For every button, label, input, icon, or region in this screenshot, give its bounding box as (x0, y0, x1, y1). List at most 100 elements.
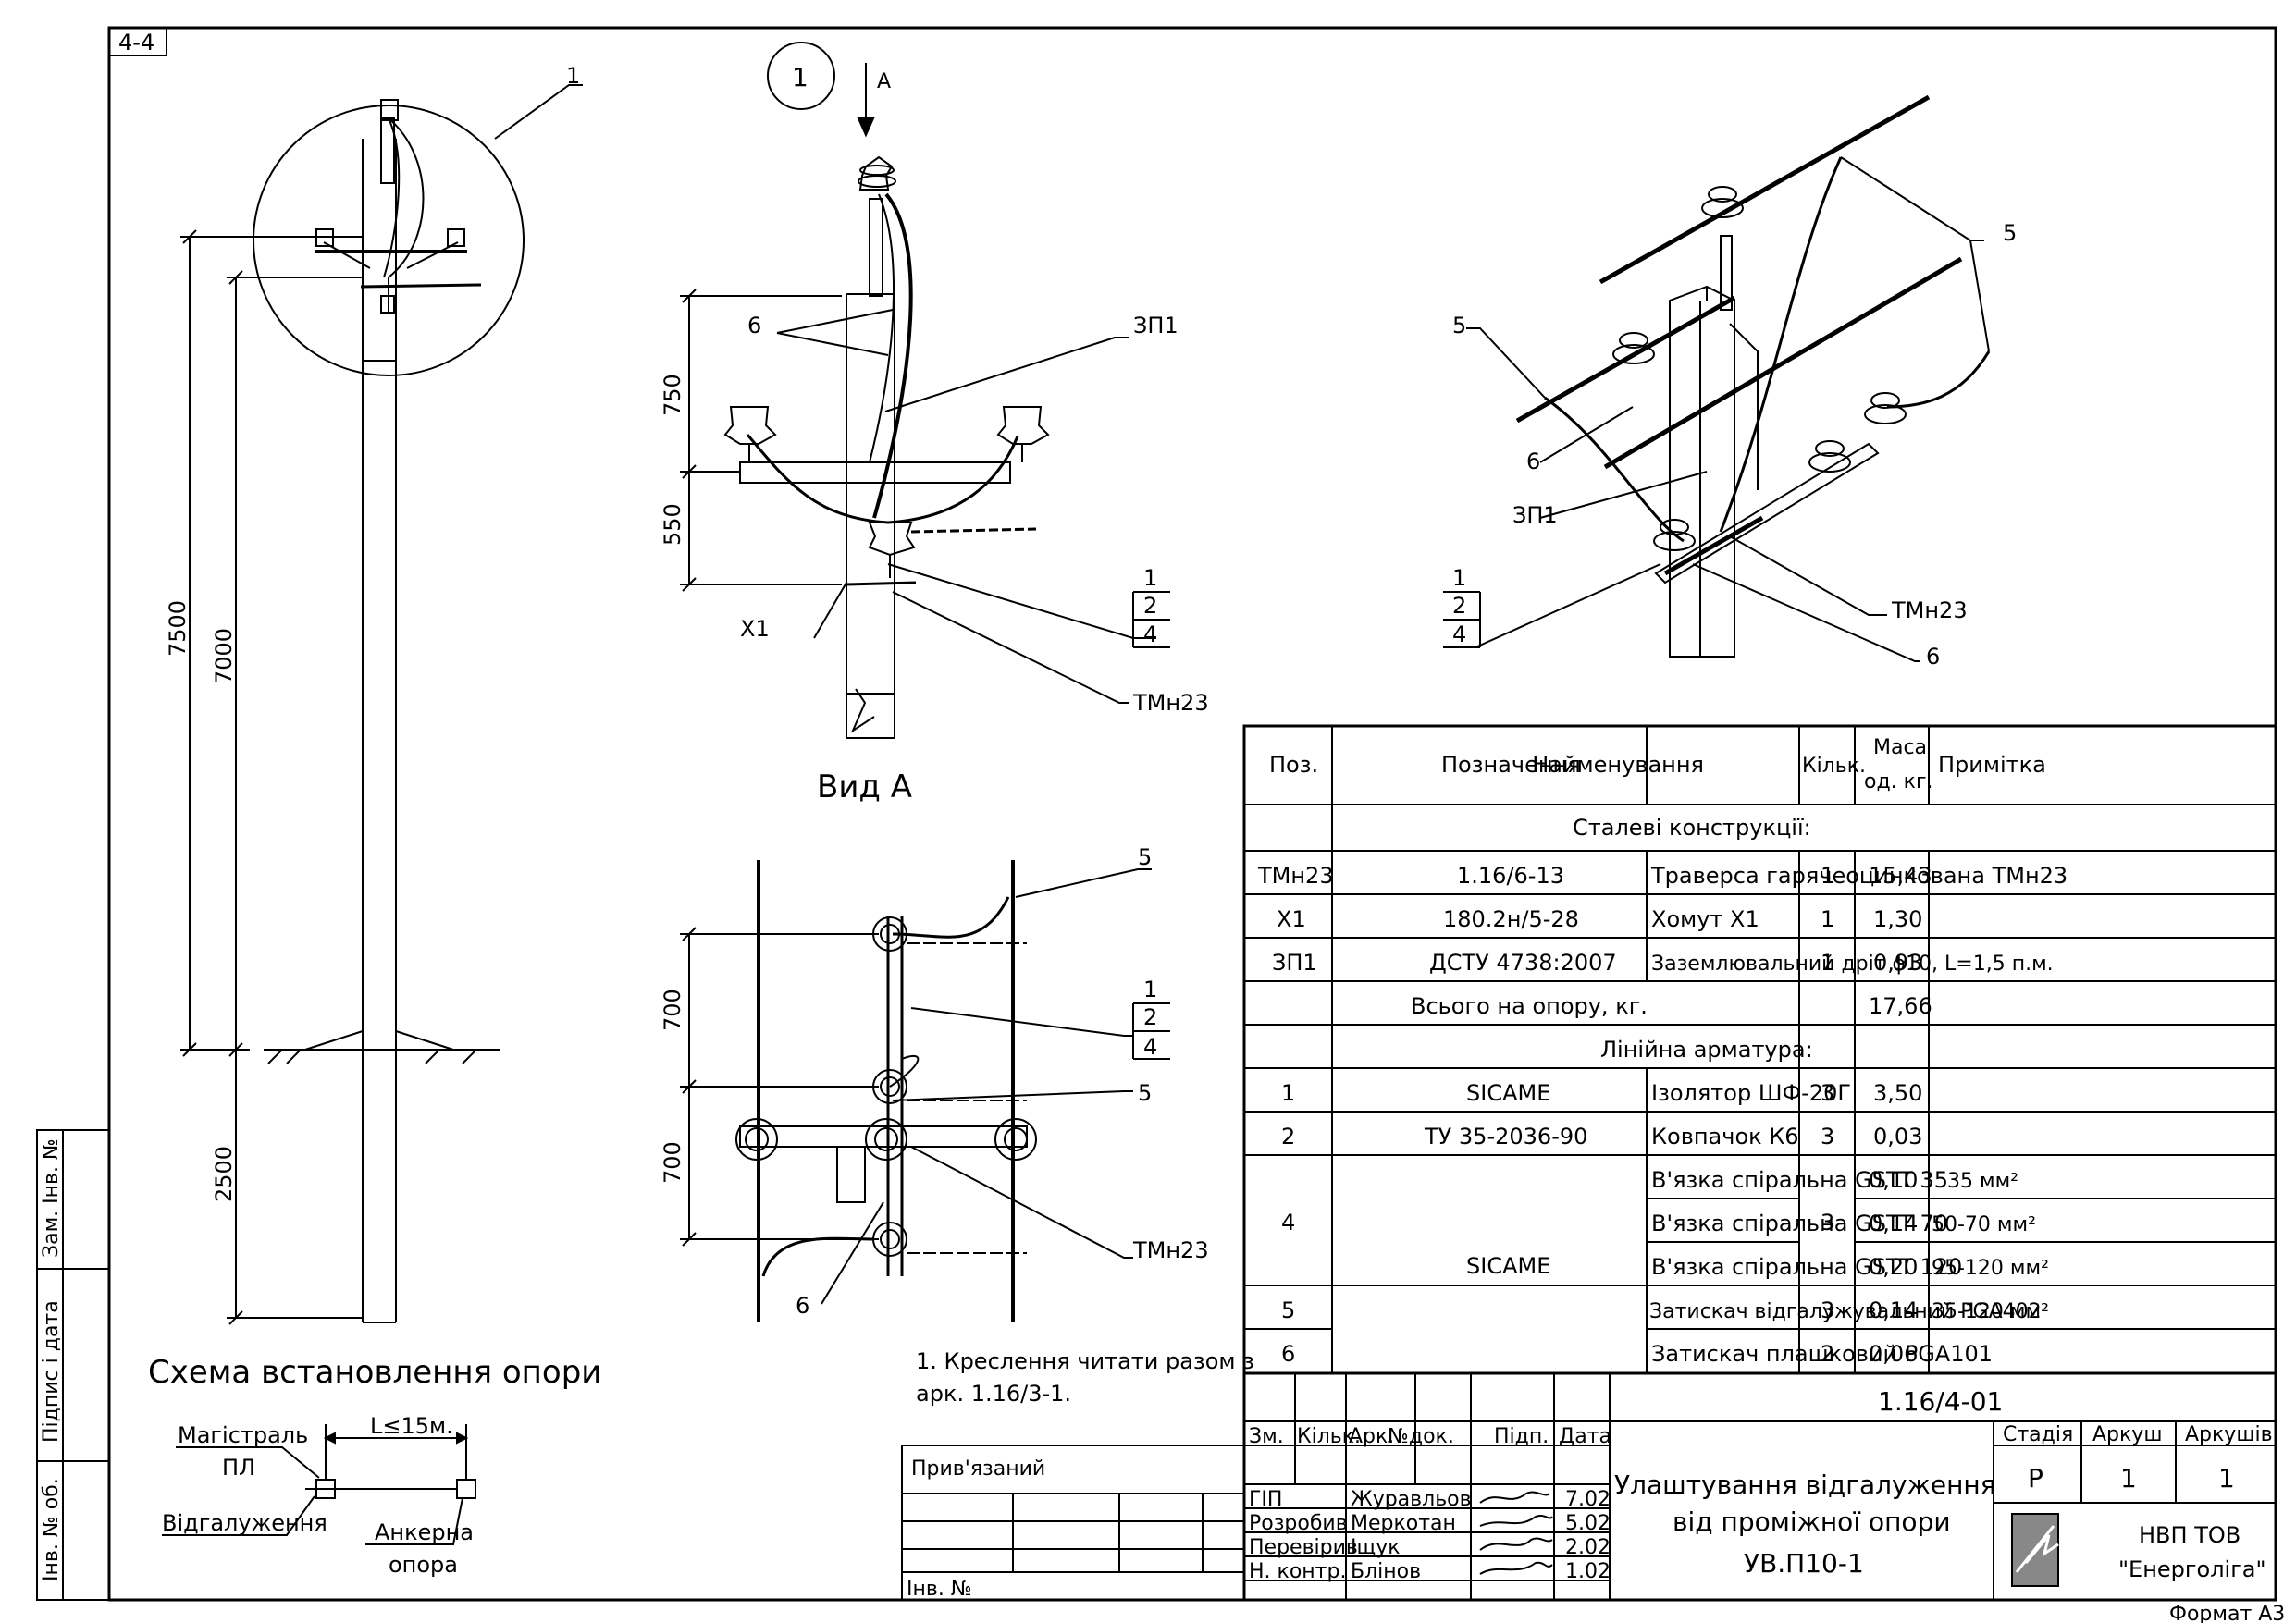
callout-2-iso: 2 (1452, 593, 1466, 619)
cell-qty: 3 (1821, 1297, 1834, 1323)
hdr-name: Найменування (1532, 752, 1704, 778)
sheets-value: 1 (2218, 1463, 2235, 1494)
date-nkontr: 1.02 (1565, 1560, 1611, 1583)
title-block (901, 1371, 2277, 1602)
hdr-note: Примітка (1938, 752, 2046, 778)
cell-des: 180.2н/5-28 (1443, 906, 1579, 932)
side-pidpys: Підпис і дата (40, 1300, 63, 1443)
cell-qty: 2 (1821, 1341, 1834, 1367)
dim-2500: 2500 (211, 1146, 237, 1202)
spec-headers: Поз. Позначення Найменування Кільк. Маса… (1269, 736, 2046, 793)
format-label: Формат А3 (2169, 1603, 2285, 1623)
col-kilk: Кільк. (1297, 1425, 1361, 1448)
drawing-code: 1.16/4-01 (1878, 1386, 2003, 1417)
cell-mass: 15,43 (1869, 863, 1932, 889)
callout-tmn23-iso: ТМн23 (1891, 597, 1968, 623)
cell-mass: 0,93 (1873, 950, 1922, 976)
cell-name: Ковпачок К6 (1651, 1124, 1799, 1150)
title-line-1: Улаштування відгалуження (1614, 1469, 1996, 1500)
corner-label: 4-4 (118, 30, 154, 55)
cell-mass: 0,14 (1869, 1297, 1918, 1323)
cell-qty: 1 (1821, 863, 1834, 889)
isometric-view-drawing (1443, 94, 1991, 662)
fit-row-6: 6 Затискач плашковий PGA101 2 0,06 (1281, 1341, 1993, 1367)
callout-tmn23-front: ТМн23 (1132, 690, 1209, 716)
section-steel: Сталеві конструкції: (1573, 815, 1811, 841)
cell-poz: 2 (1281, 1124, 1295, 1150)
pole-installation-drawing (180, 84, 583, 1325)
dim-7500: 7500 (165, 600, 191, 657)
sheet-header: Аркуш (2092, 1423, 2162, 1446)
stage-header: Стадія (2003, 1423, 2073, 1446)
cell-note-120: 95-120 мм² (1932, 1257, 2049, 1280)
cell-mass: 0,06 (1869, 1341, 1918, 1367)
title-line-2: від проміжної опори (1673, 1506, 1951, 1537)
fit-row-2: 2 ТУ 35-2036-90 Ковпачок К6 3 0,03 (1281, 1124, 1922, 1150)
date-pereviryv: 2.02 (1565, 1536, 1611, 1559)
plan-view-drawing (680, 860, 1170, 1322)
cell-name: Затискач відгалужувальний PGA402 (1649, 1300, 2042, 1323)
view-a-title: Вид А (817, 768, 912, 805)
cell-mass-70: 0,14 (1869, 1211, 1918, 1236)
date-rozrobyv: 5.02 (1565, 1512, 1611, 1535)
cell-mass: 1,30 (1873, 906, 1922, 932)
callout-6-iso-right: 6 (1926, 644, 1940, 670)
dim-7000: 7000 (211, 628, 237, 684)
hdr-poz: Поз. (1269, 752, 1318, 778)
callout-1-iso: 1 (1452, 565, 1466, 591)
fit-group-4: 4 SICAME 3 В'язка спіральна GSTT 35 0,10… (1281, 1167, 2049, 1280)
company-line-1: НВП ТОВ (2139, 1522, 2240, 1548)
revision-headers: Зм. Кільк. Арк. №док. Підп. Дата (1249, 1425, 1611, 1448)
installation-scheme (162, 1424, 476, 1545)
scheme-anchor-2: опора (389, 1552, 458, 1578)
callout-2-plan: 2 (1143, 1004, 1157, 1030)
scheme-length: L≤15м. (370, 1413, 453, 1439)
sheets-header: Аркушів (2185, 1423, 2273, 1446)
scheme-main-line: Магістраль (178, 1422, 308, 1448)
hdr-qty: Кільк. (1802, 755, 1866, 778)
hdr-designation: Позначення (1441, 752, 1581, 778)
signatory-rows: ГІП Журавльов 7.02 Розробив Меркотан 5.0… (1249, 1488, 1611, 1583)
callout-4-front: 4 (1143, 621, 1157, 647)
cell-qty: 3 (1821, 1124, 1834, 1150)
dim-700-b: 700 (660, 1141, 685, 1184)
cell-poz: 6 (1281, 1341, 1295, 1367)
cell-poz: ТМн23 (1257, 863, 1334, 889)
cell-mass-35: 0,10 (1869, 1167, 1918, 1193)
cell-name: Хомут Х1 (1651, 906, 1759, 932)
fit-row-1: 1 SICAME Ізолятор ШФ-20Г 3 3,50 (1281, 1080, 1922, 1106)
callout-5-iso-left: 5 (1452, 313, 1466, 338)
signatures (1479, 1491, 1553, 1575)
dim-550: 550 (660, 503, 685, 546)
cell-name: Траверса гарячеоцинкована ТМн23 (1650, 863, 2068, 889)
callout-zp1-front: ЗП1 (1133, 313, 1179, 338)
hdr-mass-1: Маса (1873, 736, 1927, 759)
total-value: 17,66 (1869, 993, 1932, 1019)
cell-name-35: В'язка спіральна GSTT 35 (1651, 1167, 1948, 1193)
cell-name: Заземлювальний дріт ϕ10, L=1,5 п.м. (1651, 953, 2054, 976)
hdr-mass-2: од. кг. (1864, 770, 1933, 793)
col-ark: Арк. (1349, 1425, 1394, 1448)
role-nkontr: Н. контр. (1249, 1560, 1346, 1583)
callout-x1-front: Х1 (740, 616, 770, 642)
cell-des: ТУ 35-2036-90 (1424, 1124, 1587, 1150)
cell-poz: 1 (1281, 1080, 1295, 1106)
cell-qty: 3 (1821, 1080, 1834, 1106)
name-pereviryv: Іщук (1351, 1536, 1401, 1559)
callout-5-iso-right: 5 (2003, 220, 2017, 246)
cell-des: SICAME (1466, 1253, 1550, 1279)
callout-4-plan: 4 (1143, 1034, 1157, 1060)
dim-750: 750 (660, 374, 685, 416)
scheme-branch: Відгалуження (162, 1510, 327, 1536)
callout-5-plan-top: 5 (1138, 844, 1152, 870)
callout-1-left: 1 (566, 63, 580, 89)
role-gip: ГІП (1249, 1488, 1282, 1511)
scheme-anchor-1: Анкерна (375, 1519, 474, 1545)
cell-note-35: 35 мм² (1947, 1170, 2018, 1193)
date-gip: 7.02 (1565, 1488, 1611, 1511)
name-nkontr: Блінов (1351, 1560, 1421, 1583)
steel-row-3: ЗП1 ДСТУ 4738:2007 Заземлювальний дріт ϕ… (1272, 950, 2054, 976)
stage-value: Р (2028, 1463, 2043, 1494)
cell-mass: 3,50 (1873, 1080, 1922, 1106)
company-line-2: "Енерголіга" (2118, 1556, 2266, 1582)
